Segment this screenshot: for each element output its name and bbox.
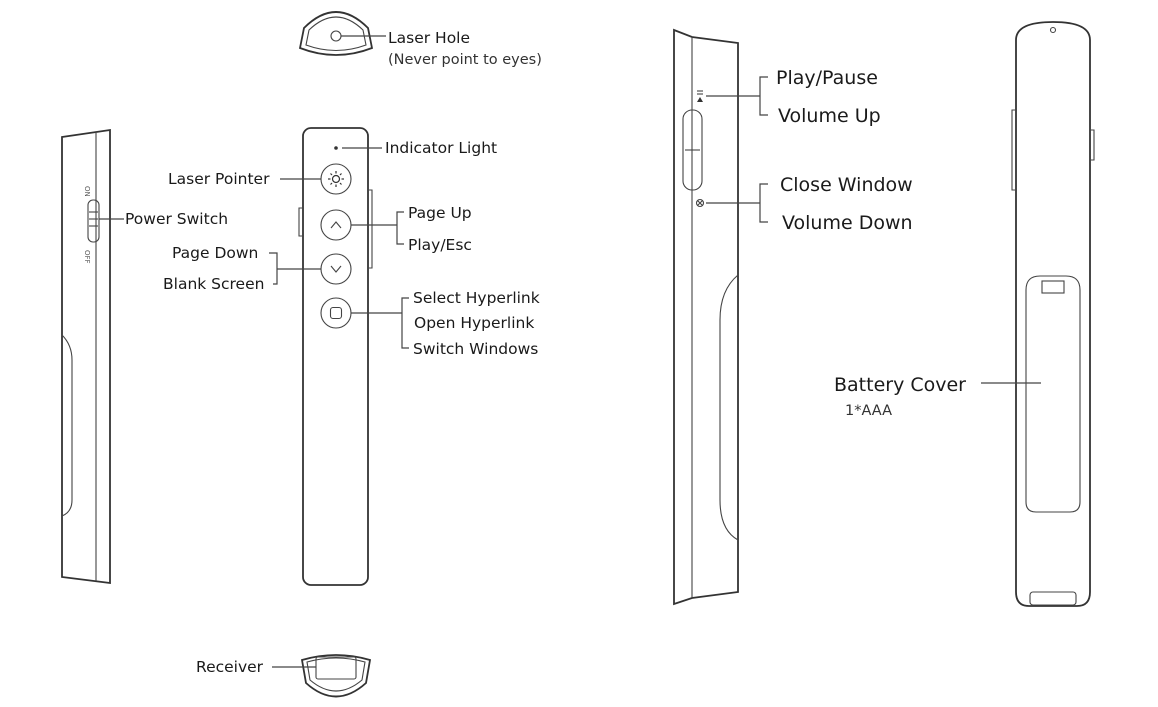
back-laser-hole (1049, 26, 1057, 34)
circle-x-icon (695, 198, 705, 208)
power-switch-label: Power Switch (125, 210, 228, 228)
page-up-label: Page Up (408, 204, 472, 222)
back-outline (1015, 21, 1091, 607)
bottom-end-inner (306, 657, 366, 692)
receiver-slot (315, 656, 357, 680)
front-outline (302, 127, 369, 586)
triangle-up-icon (697, 97, 703, 102)
blank-screen-label: Blank Screen (163, 275, 264, 293)
chevron-down-icon (330, 265, 342, 273)
back-side-key (1011, 109, 1016, 191)
switch-on-mark: ON (83, 186, 91, 197)
back-receiver-slot (1029, 591, 1077, 606)
indicator-light-label: Indicator Light (385, 139, 497, 157)
back-view: Battery Cover 1*AAA (834, 21, 1095, 607)
left-side-battery-edge (61, 334, 73, 517)
battery-cover-latch (1041, 280, 1065, 294)
top-end-outline (298, 11, 374, 56)
volume-down-bracket (759, 183, 768, 223)
laser-pointer-label: Laser Pointer (168, 170, 270, 188)
volume-up-label: Volume Up (778, 105, 881, 127)
receiver-label: Receiver (196, 658, 264, 676)
select-hyperlink-label: Select Hyperlink (413, 289, 540, 307)
volume-rocker[interactable] (682, 109, 703, 191)
play-esc-label: Play/Esc (408, 236, 472, 254)
play-pause-label: Play/Pause (776, 67, 878, 89)
battery-cover-outline (1025, 275, 1081, 513)
volume-up-bracket (759, 76, 768, 116)
top-end-view: Laser Hole (Never point to eyes) (298, 11, 542, 68)
page-up-bracket (396, 211, 404, 245)
right-side-view: Play/Pause Volume Up Close Window Volume… (673, 28, 913, 606)
open-hyperlink-label: Open Hyperlink (414, 314, 534, 332)
switch-off-mark: OFF (83, 250, 91, 264)
close-window-label: Close Window (780, 174, 913, 196)
chevron-up-icon (330, 221, 342, 229)
page-down-bracket (269, 252, 278, 285)
left-side-view: ON OFF Power Switch (61, 128, 228, 585)
bottom-end-view: Receiver (196, 654, 372, 698)
front-switch-bump (298, 207, 303, 237)
volume-down-label: Volume Down (782, 212, 913, 234)
front-view: Indicator Light Laser Pointer Page Up Pl… (163, 127, 540, 586)
indicator-light-dot (334, 146, 338, 150)
battery-cover-label: Battery Cover (834, 374, 966, 396)
laser-hole-warning: (Never point to eyes) (388, 52, 542, 68)
top-end-inner (305, 16, 367, 52)
switch-windows-label: Switch Windows (413, 340, 538, 358)
laser-hole-label: Laser Hole (388, 29, 470, 47)
power-switch-slot (87, 199, 100, 243)
left-side-outline (61, 128, 111, 585)
rounded-square-icon (329, 306, 343, 320)
back-switch-bump (1090, 129, 1095, 161)
page-down-label: Page Down (172, 244, 258, 262)
battery-type-label: 1*AAA (845, 403, 892, 419)
right-side-battery-edge (719, 274, 739, 541)
front-side-key (368, 189, 373, 269)
select-bracket (401, 297, 409, 349)
sun-icon (328, 171, 344, 187)
